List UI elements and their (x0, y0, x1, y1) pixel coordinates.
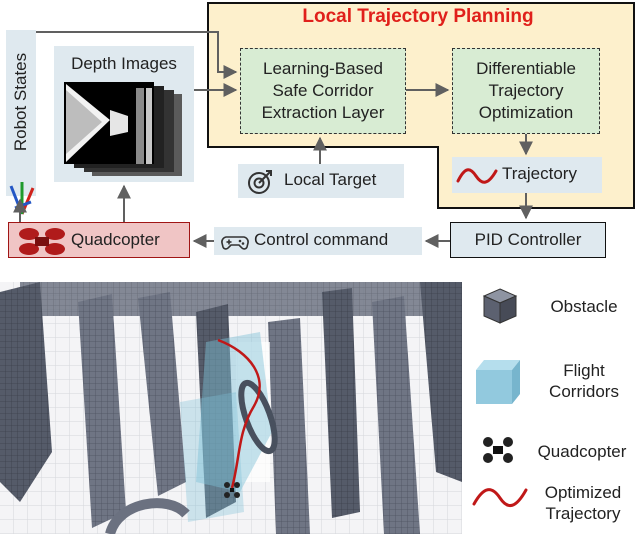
obstacle-pillar (322, 288, 360, 518)
optimization-line-3: Optimization (478, 103, 574, 123)
legend: Obstacle Flight Corridors Quadcopter Opt… (464, 282, 640, 534)
pid-controller-label: PID Controller (474, 229, 582, 249)
flight-corridor (180, 392, 244, 522)
local-target-node: Local Target (238, 164, 404, 198)
pid-controller-node: PID Controller (450, 222, 606, 258)
depth-image-stack (64, 82, 182, 176)
pipeline-diagram: Local Trajectory Planning Robot States D… (6, 2, 635, 258)
robot-states-to-corridor-arrow (36, 31, 238, 79)
robot-states-node: Robot States (6, 30, 36, 215)
obstacle-pillar (78, 294, 126, 528)
flight-corridor (196, 332, 272, 492)
corridor-extraction-layer: Learning-Based Safe Corridor Extraction … (240, 48, 406, 134)
trajectory-node: Trajectory (452, 157, 602, 193)
planning-region-title: Local Trajectory Planning (302, 6, 534, 27)
legend-trajectory-label: Optimized Trajectory (528, 482, 638, 525)
obstacle-pillar (196, 304, 236, 518)
optimized-trajectory (217, 338, 261, 489)
obstacle-pillar (138, 292, 186, 496)
ring-gate (105, 498, 190, 534)
target-icon (248, 170, 272, 194)
optimization-line-2: Trajectory (488, 80, 564, 100)
control-command-label: Control command (254, 230, 389, 249)
depth-images-label: Depth Images (71, 54, 177, 73)
trajectory-curve-icon (456, 168, 498, 184)
corridor-line-1: Learning-Based (262, 58, 384, 78)
obstacle-pillar (420, 282, 462, 482)
optimization-line-1: Differentiable (476, 58, 576, 78)
legend-obstacle-label: Obstacle (550, 297, 618, 316)
legend-trajectory-line-1: Optimized (544, 483, 622, 502)
obstacle-pillar (268, 318, 310, 534)
obstacle-pillar (372, 296, 420, 534)
gamepad-icon (221, 236, 249, 250)
trajectory-optimization-block: Differentiable Trajectory Optimization (452, 48, 600, 134)
legend-corridors-line-1: Flight (563, 361, 605, 380)
scene-quadcopter (224, 482, 240, 498)
corridor-line-3: Extraction Layer (261, 103, 385, 123)
local-target-label: Local Target (284, 170, 377, 189)
obstacle-cube-icon (482, 288, 518, 324)
corridor-box-icon (476, 360, 520, 404)
simulation-scene (0, 282, 462, 534)
legend-corridors-label: Flight Corridors (532, 360, 636, 403)
quadcopter-icon (19, 228, 65, 255)
obstacle-pillar (0, 282, 52, 502)
control-command-node: Control command (214, 227, 422, 255)
legend-trajectory-line-2: Trajectory (545, 504, 621, 524)
quadcopter-node: Quadcopter (8, 222, 190, 258)
legend-quadcopter-label: Quadcopter (537, 442, 627, 461)
legend-corridors-line-2: Corridors (549, 382, 619, 402)
corridor-line-2: Safe Corridor (272, 80, 374, 100)
connector-layer (13, 31, 533, 248)
trajectory-label: Trajectory (502, 164, 577, 183)
trajectory-legend-icon (472, 488, 528, 507)
quadcopter-label: Quadcopter (71, 230, 160, 249)
quadcopter-legend-icon (483, 437, 513, 463)
depth-images-node: Depth Images (54, 46, 194, 182)
